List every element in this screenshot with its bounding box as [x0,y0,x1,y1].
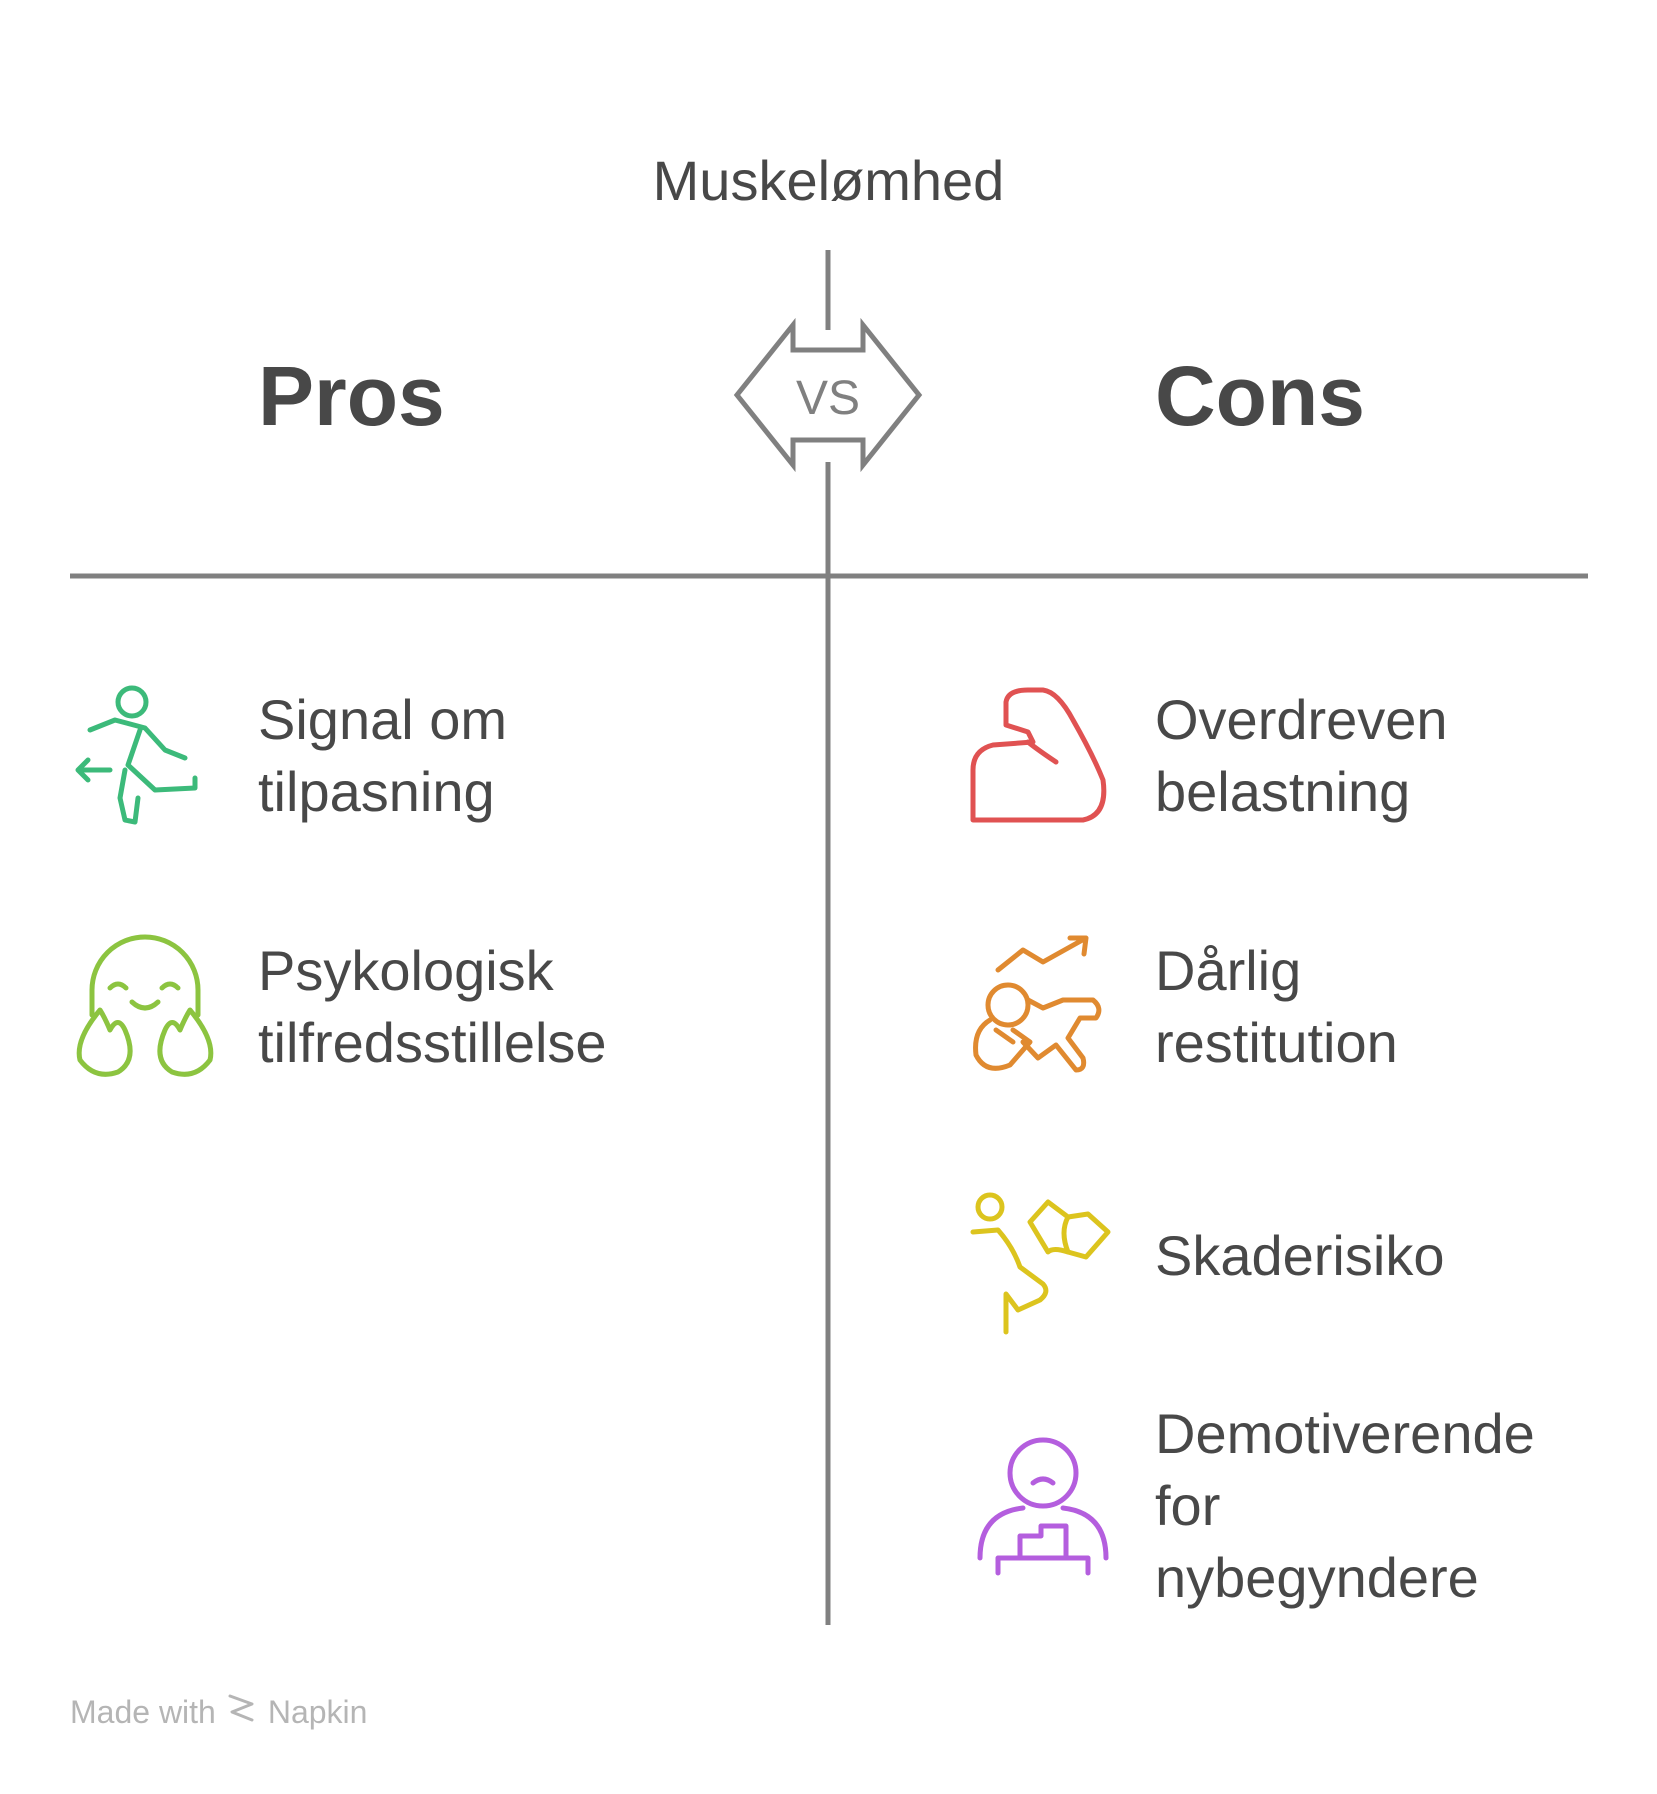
item-line: nybegyndere [1155,1546,1479,1609]
napkin-logo-icon [226,1690,258,1734]
cons-item [968,1192,1118,1342]
pros-item [70,680,220,830]
footer-prefix: Made with [70,1693,216,1730]
flexed-arm-icon [968,680,1118,830]
pros-heading: Pros [258,349,445,443]
item-line: restitution [1155,1011,1398,1074]
item-line: Demotiverende [1155,1402,1535,1465]
item-line: Dårlig [1155,939,1302,1002]
item-line: Signal om [258,688,508,751]
footer-brand: Napkin [267,1693,368,1730]
cons-item [968,680,1118,830]
sad-person-podium-icon [968,1428,1118,1578]
cons-item-text: Skaderisiko [1155,1220,1444,1292]
running-person-icon [70,680,220,830]
cons-item-text: Dårlig restitution [1155,935,1398,1079]
cons-heading: Cons [1155,349,1365,443]
pros-item-text: Psykologisk tilfredsstillelse [258,935,607,1079]
item-line: Overdreven [1155,688,1448,751]
item-line: belastning [1155,760,1411,823]
diagram-title: Muskelømhed [652,149,1005,212]
item-line: tilfredsstillelse [258,1011,607,1074]
pros-item-text: Signal om tilpasning [258,684,507,828]
falling-person-icon [968,1192,1118,1342]
vs-label: VS [796,372,860,425]
cons-item [968,930,1118,1080]
item-line: for [1155,1474,1221,1537]
tired-person-trend-icon [968,930,1118,1080]
cons-item [968,1428,1118,1578]
item-line: Psykologisk [258,939,554,1002]
cons-item-text: Overdreven belastning [1155,684,1448,828]
item-line: Skaderisiko [1155,1224,1445,1287]
item-line: tilpasning [258,760,495,823]
made-with-napkin-footer: Made with Napkin [70,1690,367,1734]
pros-item [70,930,220,1080]
vs-badge: VS [733,317,923,473]
cons-item-text: Demotiverende for nybegyndere [1155,1398,1535,1614]
happy-face-hands-icon [70,930,220,1080]
